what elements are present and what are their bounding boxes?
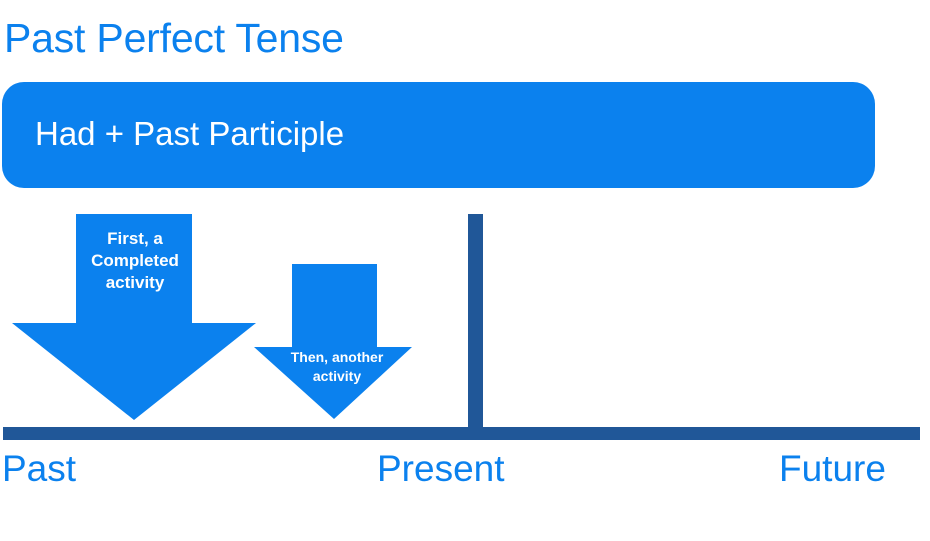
formula-banner: Had + Past Participle bbox=[2, 82, 875, 188]
timeline-label-present: Present bbox=[377, 448, 505, 489]
timeline-axis-bar bbox=[3, 427, 920, 440]
down-arrow-second-event-icon bbox=[254, 264, 412, 419]
down-arrow-first-event-icon bbox=[12, 214, 256, 420]
timeline-label-future: Future bbox=[779, 448, 886, 489]
page-title: Past Perfect Tense bbox=[4, 15, 344, 61]
timeline-label-past: Past bbox=[2, 448, 77, 489]
timeline-present-marker bbox=[468, 214, 483, 429]
down-arrow-second-event-label: Then, another activity bbox=[290, 349, 384, 384]
formula-banner-label: Had + Past Participle bbox=[35, 115, 345, 152]
down-arrow-first-event-label: First, a Completed activity bbox=[91, 229, 179, 292]
